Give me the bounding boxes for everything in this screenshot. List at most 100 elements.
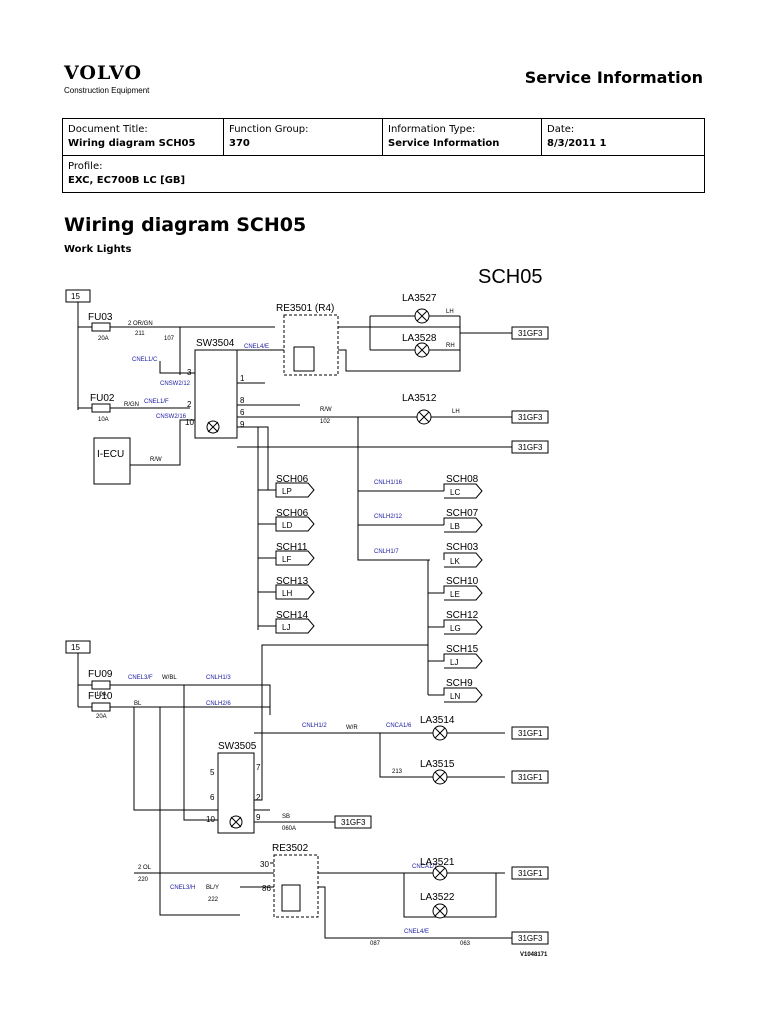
svg-text:5: 5	[210, 768, 215, 777]
ref-sheet: SCH9	[446, 678, 473, 689]
ref-pin: LN	[450, 692, 460, 701]
wire-code: 2 OR/GN	[128, 321, 153, 327]
fuse-fu09	[91, 680, 111, 690]
ground-ref	[511, 440, 549, 454]
ref-pin: LE	[450, 590, 460, 599]
lamp-la3512-label: LA3512	[402, 393, 437, 404]
date-cell: Date: 8/3/2011 1	[541, 118, 705, 156]
ref-pin: LG	[450, 624, 461, 633]
ground-label: 31GF3	[518, 413, 543, 422]
svg-text:30: 30	[260, 860, 269, 869]
lamp-la3521-label: LA3521	[420, 857, 455, 868]
ref-sheet: SCH14	[276, 610, 309, 621]
wiring-diagram: SCH05 15 FU03 20A 2 OR/GN 211 FU02 10A R…	[65, 266, 549, 958]
connector-label: CNEL4/E	[404, 929, 429, 935]
document-title-label: Document Title:	[68, 124, 148, 135]
connector-label: CNLH1/16	[374, 480, 403, 486]
fuse-fu02-label: FU02	[90, 393, 115, 404]
svg-text:1: 1	[240, 374, 245, 383]
date-value: 8/3/2011 1	[547, 138, 607, 149]
fuse-fu10-rating: 20A	[96, 714, 107, 720]
connector-label: CNCA1/7	[412, 864, 438, 870]
right-refs: CNLH1/16 SCH08 LC CNLH2/12 SCH07 LB CNLH…	[358, 474, 483, 703]
information-type-label: Information Type:	[388, 124, 476, 135]
fuse-fu10-label: FU10	[88, 691, 113, 702]
connector-label: CNEL1/C	[132, 357, 158, 363]
function-group-value: 370	[229, 138, 250, 149]
ref-sheet: SCH15	[446, 644, 479, 655]
ground-ref	[511, 410, 549, 424]
relay-re3501-label: RE3501 (R4)	[276, 303, 334, 314]
wire-code: 213	[392, 769, 403, 775]
connector-label: CNEL4/E	[244, 344, 269, 350]
ref-pin: LF	[282, 555, 291, 564]
wire-code: BL	[134, 701, 142, 707]
ground-ref	[511, 770, 549, 784]
connector-label: CNLH1/3	[206, 675, 231, 681]
ground-label: 31GF1	[518, 773, 543, 782]
lamp-la3528-label: LA3528	[402, 333, 437, 344]
svg-text:6: 6	[240, 408, 245, 417]
fuse-fu10	[91, 702, 111, 712]
fuse-fu03-rating: 20A	[98, 336, 109, 342]
connector-label: CNLH1/7	[374, 549, 399, 555]
left-refs: SCH06 LP SCH06 LD SCH11 LF SCH13 LH SCH1…	[258, 474, 315, 634]
ref-sheet: SCH13	[276, 576, 309, 587]
ecu-box	[93, 437, 131, 485]
volvo-logo: VOLVO Construction Equipment	[64, 62, 149, 96]
fuse-fu02	[91, 403, 111, 413]
ecu-label: I-ECU	[97, 449, 124, 460]
profile-label: Profile:	[68, 161, 103, 172]
lamp-side: LH	[446, 309, 454, 315]
ref-pin: LK	[450, 557, 460, 566]
lamp-side: LH	[452, 409, 460, 415]
ground-label: 31GF3	[518, 329, 543, 338]
wire-code: BL/Y	[206, 885, 219, 891]
date-label: Date:	[547, 124, 575, 135]
ground-ref	[511, 931, 549, 945]
svg-text:10: 10	[206, 815, 215, 824]
wire-code: 107	[164, 336, 175, 342]
ref-sheet: SCH08	[446, 474, 479, 485]
profile-value: EXC, EC700B LC [GB]	[68, 175, 186, 186]
ref-pin: LB	[450, 522, 460, 531]
function-group-label: Function Group:	[229, 124, 309, 135]
wire-code: R/W	[320, 407, 332, 413]
svg-text:8: 8	[240, 396, 245, 405]
ground-label: 31GF3	[341, 818, 366, 827]
lamp-la3522-label: LA3522	[420, 892, 455, 903]
fuse-fu09-label: FU09	[88, 669, 113, 680]
document-title-cell: Document Title: Wiring diagram SCH05	[62, 118, 224, 156]
ref-pin: LD	[282, 521, 292, 530]
ref-pin: LJ	[282, 623, 290, 632]
wire-code: W/BL	[162, 675, 177, 681]
document-info-table: Document Title: Wiring diagram SCH05 Fun…	[62, 118, 705, 193]
fuse-fu09-rating: 10A	[96, 692, 107, 698]
ref-sheet: SCH07	[446, 508, 479, 519]
svg-text:6: 6	[210, 793, 215, 802]
wire-code: 211	[135, 331, 145, 337]
wire-code: R/W	[150, 457, 162, 463]
svg-text:2: 2	[256, 793, 261, 802]
ref-sheet: SCH11	[276, 542, 308, 553]
section-title: Service Information	[524, 68, 703, 87]
ref-sheet: SCH03	[446, 542, 479, 553]
document-subheading: Work Lights	[64, 244, 132, 255]
drawing-number: V1048171	[520, 952, 548, 958]
ref-sheet: SCH06	[276, 508, 309, 519]
wire-code: 220	[138, 877, 149, 883]
wire-code: SB	[282, 814, 290, 820]
svg-text:3: 3	[187, 368, 192, 377]
ref-sheet: SCH10	[446, 576, 479, 587]
connector-label: CNLH2/12	[374, 514, 403, 520]
profile-cell: Profile: EXC, EC700B LC [GB]	[62, 155, 705, 193]
information-type-value: Service Information	[388, 138, 500, 149]
connector-label: CNEL1/F	[144, 399, 169, 405]
ground-ref	[511, 726, 549, 740]
wire-code: 063	[460, 941, 471, 947]
svg-text:2: 2	[187, 400, 192, 409]
ref-sheet: SCH06	[276, 474, 309, 485]
ref-sheet: SCH12	[446, 610, 479, 621]
ref-pin: LP	[282, 487, 292, 496]
fuse-fu03	[91, 322, 111, 332]
